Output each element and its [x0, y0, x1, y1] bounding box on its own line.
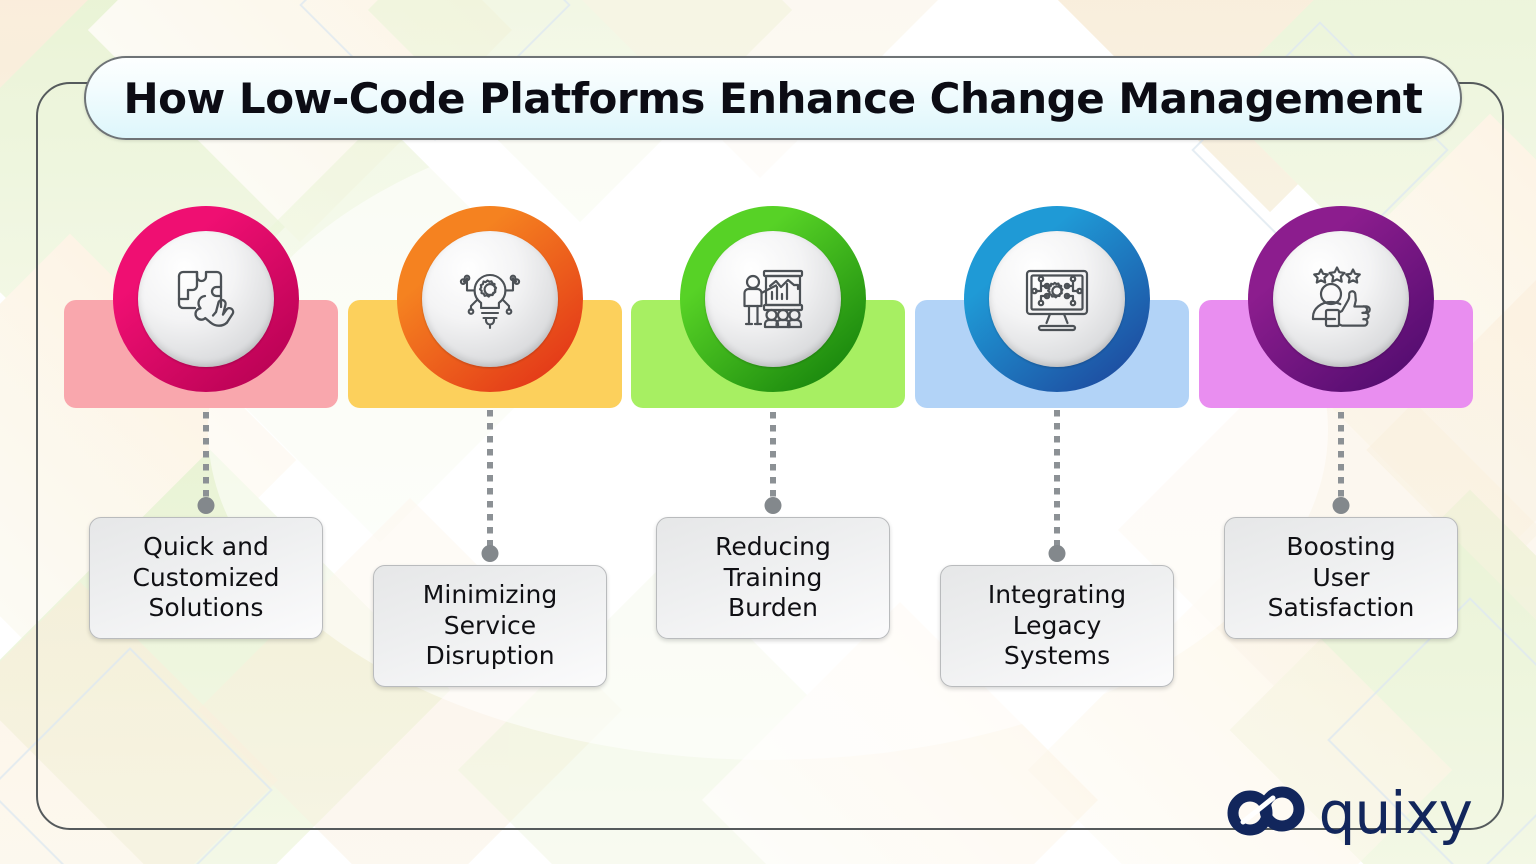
column-icon-ring[interactable]: [964, 206, 1150, 392]
infographic-column: Boosting User Satisfaction: [1199, 0, 1483, 864]
column-label-card[interactable]: Quick and Customized Solutions: [89, 517, 323, 639]
infographic-column: Quick and Customized Solutions: [64, 0, 348, 864]
connector-end-dot: [764, 497, 782, 514]
column-icon-ring[interactable]: [680, 206, 866, 392]
title-banner: How Low-Code Platforms Enhance Change Ma…: [84, 56, 1462, 140]
dotted-connector-line: [487, 410, 493, 553]
brand-name: quixy: [1318, 779, 1473, 847]
presenter-chart-audience-icon: [705, 231, 841, 367]
user-stars-thumbsup-icon: [1273, 231, 1409, 367]
column-label-text: Quick and Customized Solutions: [132, 532, 280, 622]
puzzle-hand-icon: [138, 231, 274, 367]
column-label-text: Reducing Training Burden: [715, 532, 831, 622]
column-label-text: Boosting User Satisfaction: [1267, 532, 1415, 622]
brand-logo: quixy: [1227, 779, 1473, 847]
dotted-connector-line: [1054, 410, 1060, 553]
column-label-card[interactable]: Minimizing Service Disruption: [373, 565, 607, 687]
connector-end-dot: [1332, 497, 1350, 514]
dotted-connector-line: [770, 410, 776, 505]
column-label-card[interactable]: Reducing Training Burden: [656, 517, 890, 639]
infographic-column: Reducing Training Burden: [631, 0, 915, 864]
column-label-text: Minimizing Service Disruption: [422, 580, 558, 670]
column-label-card[interactable]: Integrating Legacy Systems: [940, 565, 1174, 687]
column-icon-ring[interactable]: [397, 206, 583, 392]
connector-end-dot: [1048, 545, 1066, 562]
infinity-loop-icon: [1227, 786, 1305, 836]
column-icon-ring[interactable]: [1248, 206, 1434, 392]
infographic-column: Integrating Legacy Systems: [915, 0, 1199, 864]
connector-end-dot: [197, 497, 215, 514]
column-icon-ring[interactable]: [113, 206, 299, 392]
dotted-connector-line: [203, 410, 209, 505]
infographic-column: Minimizing Service Disruption: [348, 0, 632, 864]
column-label-text: Integrating Legacy Systems: [987, 580, 1127, 670]
dotted-connector-line: [1338, 410, 1344, 505]
connector-end-dot: [481, 545, 499, 562]
page-title: How Low-Code Platforms Enhance Change Ma…: [123, 73, 1423, 123]
monitor-gear-network-icon: [989, 231, 1125, 367]
column-label-card[interactable]: Boosting User Satisfaction: [1224, 517, 1458, 639]
lightbulb-gear-circuit-icon: [422, 231, 558, 367]
